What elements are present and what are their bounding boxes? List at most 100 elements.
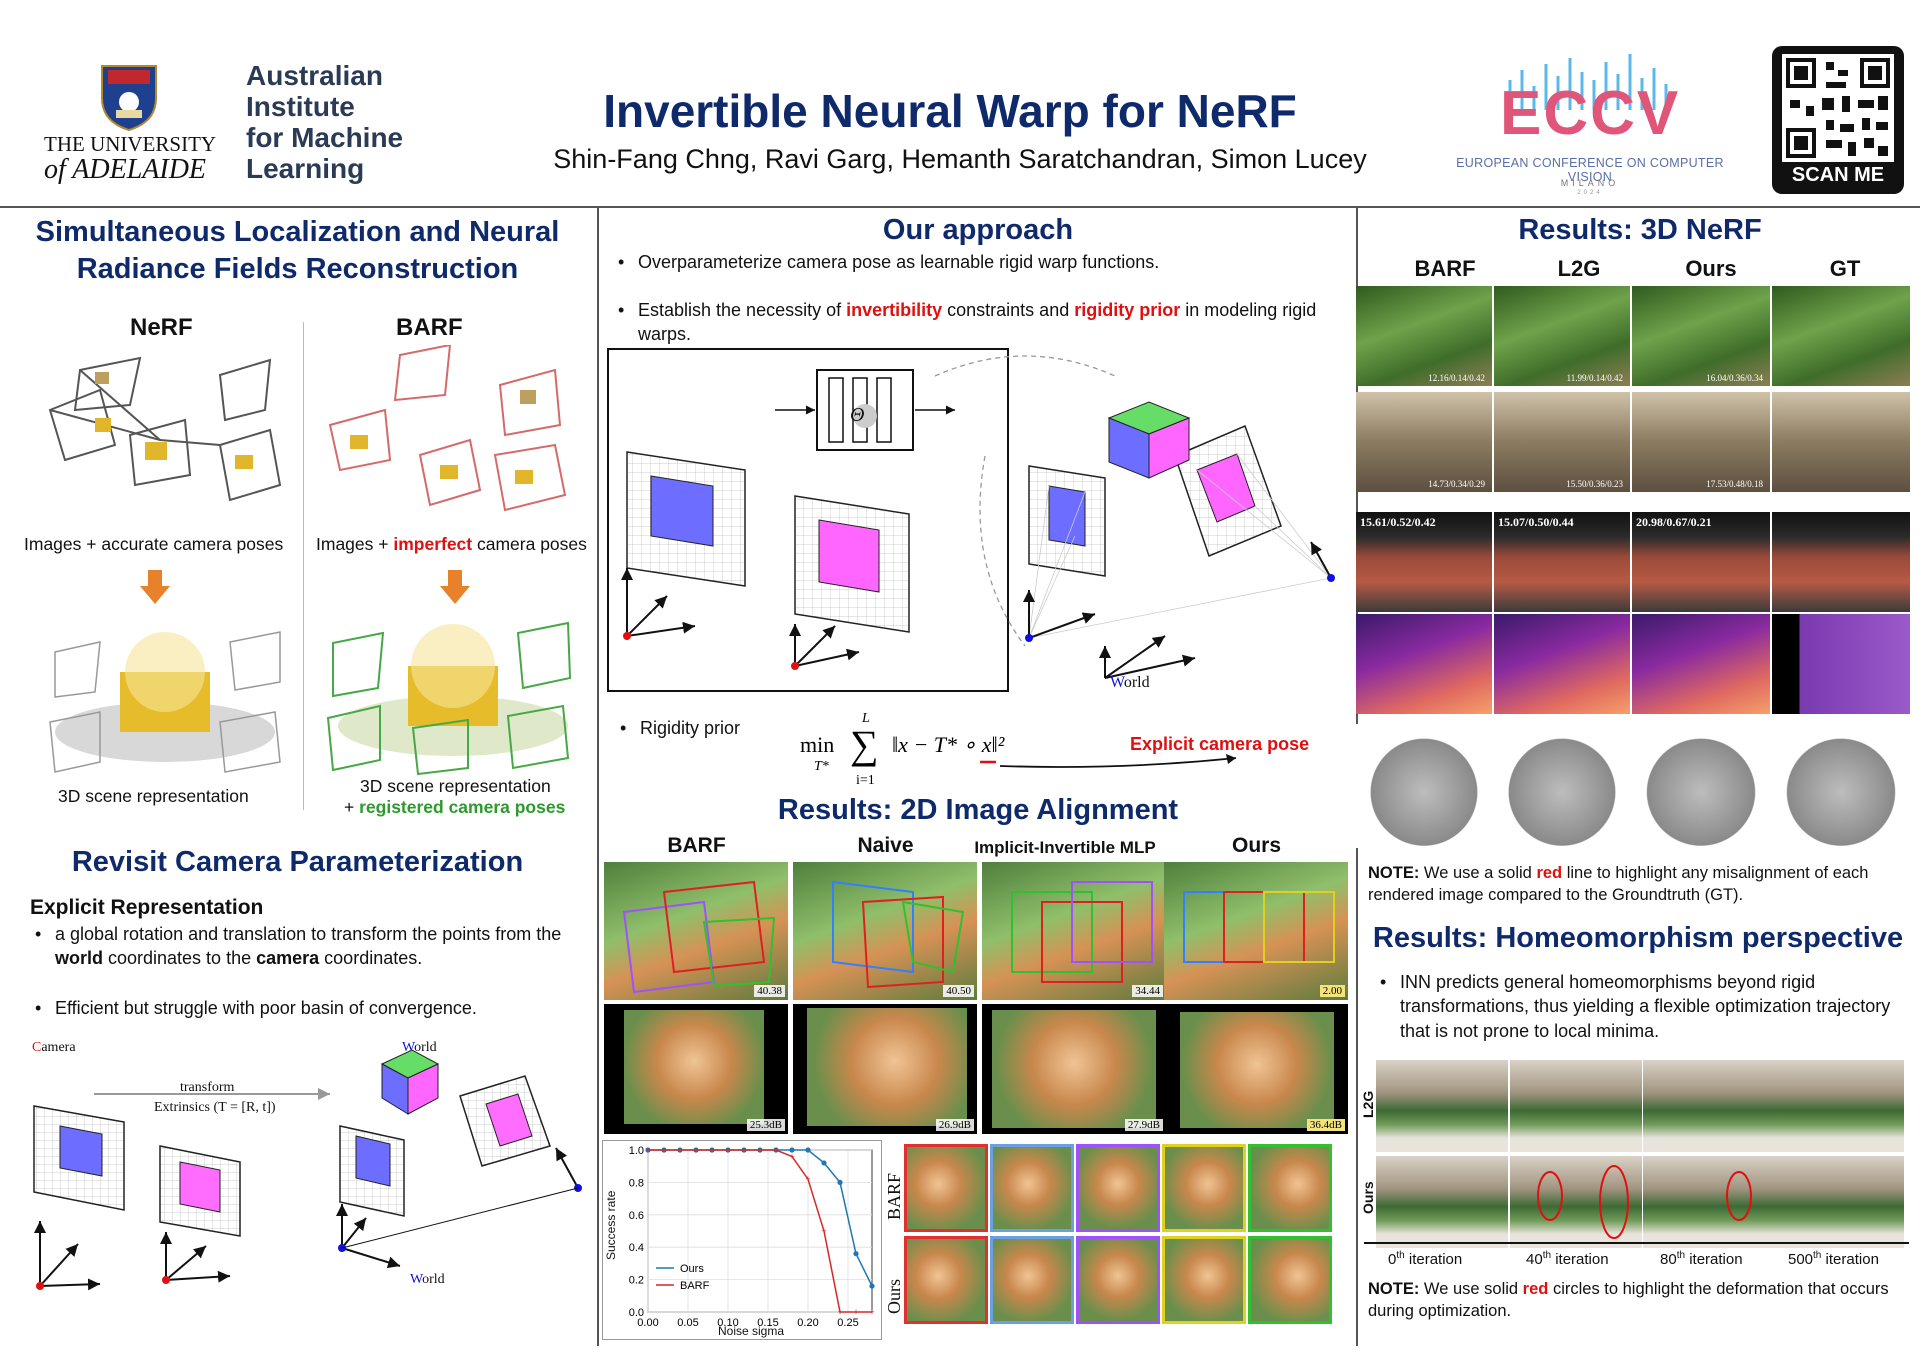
homeomorphism-bullet: INN predicts general homeomorphisms beyo…: [1380, 970, 1900, 1043]
alignment-col-barf: BARF: [667, 834, 726, 857]
nerf-caption: Images + accurate camera poses: [24, 534, 284, 554]
kitten-patch-r1-c2: [990, 1144, 1074, 1232]
barf-3d-scene-illustration: [326, 621, 572, 776]
svg-text:i=1: i=1: [856, 773, 875, 788]
kitten-patch-r2-c1: [904, 1236, 988, 1324]
chart-point-barf: +: [757, 1145, 762, 1155]
chart-xtick-label: 0.20: [797, 1317, 818, 1329]
chart-legend-label-ours: Ours: [680, 1263, 704, 1275]
chart-point-ours: [805, 1147, 811, 1153]
rigidity-equation: min T* ∑ L i=1 ‖x − T* ∘ x‖²: [800, 711, 1005, 788]
success-rate-chart-frame: [602, 1140, 882, 1340]
chart-xtick-label: 0.10: [717, 1317, 738, 1329]
nerf-cell-r1-c1: 12.16/0.14/0.42: [1356, 286, 1492, 386]
extrinsics-label: Extrinsics (T = [R, t]): [154, 1100, 276, 1115]
kitten-patch-r2-c5: [1248, 1236, 1332, 1324]
warp-boxes-icon: [832, 880, 965, 989]
explicit-bullet-2: Efficient but struggle with poor basin o…: [35, 996, 575, 1021]
nerf-cell-r5-c1: [1356, 724, 1492, 848]
nerf-label: NeRF: [130, 314, 193, 341]
camera-label: Camera: [32, 1040, 76, 1055]
homeo-cell-r1-c2: [1510, 1060, 1642, 1152]
qr-pattern-icon: [1782, 54, 1894, 162]
kitten-patch-r2-c3: [1076, 1236, 1160, 1324]
nerf-cell-r4-c2: [1494, 614, 1630, 714]
university-name-line1: THE UNIVERSITY: [44, 132, 217, 156]
approach-bullet-1: Overparameterize camera pose as learnabl…: [618, 250, 1338, 275]
nerf-cell-r3-c1: 15.61/0.52/0.42: [1356, 512, 1492, 612]
svg-text:T*: T*: [814, 759, 829, 774]
chart-point-barf: +: [725, 1145, 730, 1155]
nerf-accurate-cameras-illustration: [48, 356, 282, 502]
eccv-skyline-icon: [1508, 54, 1668, 110]
chart-ylabel: Success rate: [604, 1190, 618, 1260]
chart-point-barf: +: [661, 1145, 666, 1155]
iteration-label-3: 500th iteration: [1788, 1250, 1879, 1268]
nerf-cell-r2-c3: 17.53/0.48/0.18: [1632, 392, 1770, 492]
kitten-patch-r1-c1: [904, 1144, 988, 1232]
arrow-down-icon: [140, 570, 170, 604]
nerf-cell-r2-c2: 15.50/0.36/0.23: [1494, 392, 1630, 492]
nerf-col-ours: Ours: [1685, 256, 1737, 281]
homeo-cell-r2-c1: [1376, 1156, 1508, 1248]
chart-series-line-barf: [648, 1149, 872, 1313]
kitten-patch-r2-c4: [1162, 1236, 1246, 1324]
chart-ytick-label: 0.6: [629, 1210, 644, 1222]
warp-boxes-icon: [1183, 891, 1335, 963]
nerf-cell-r2-c1: 14.73/0.34/0.29: [1356, 392, 1492, 492]
alignment-col-ours: Ours: [1231, 834, 1281, 857]
strip-label-barf: BARF: [884, 1172, 904, 1220]
nerf-cell-r4-c4: [1772, 614, 1910, 714]
explicit-transform-diagram: [33, 1049, 582, 1291]
nerf-result-caption: 3D scene representation: [58, 786, 249, 806]
chart-point-ours: [853, 1251, 859, 1257]
alignment-barf-warped: 40.38: [604, 862, 788, 1000]
chart-legend-label-barf: BARF: [680, 1280, 710, 1292]
nerf-cell-r1-c4: [1772, 286, 1910, 386]
psnr-ssim-lpips-score: 20.98/0.67/0.21: [1636, 515, 1712, 529]
homeo-cell-r1-c3: [1643, 1060, 1775, 1152]
chart-point-ours: [837, 1179, 843, 1185]
section-title-slam: Simultaneous Localization and Neural Rad…: [35, 216, 560, 285]
explicit-camera-pose-label: Explicit camera pose: [1130, 734, 1310, 754]
transform-label: transform: [180, 1080, 235, 1095]
deformation-circle-icon: [1726, 1171, 1752, 1221]
chart-point-barf: +: [773, 1145, 778, 1155]
homeo-cell-r1-c4: [1772, 1060, 1904, 1152]
aiml-logo-text: Australian Institute for Machine Learnin…: [246, 60, 404, 184]
nerf-cell-r1-c3: 16.04/0.36/0.34: [1632, 286, 1770, 386]
nerf-col-gt: GT: [1829, 256, 1861, 281]
svg-text:∑: ∑: [850, 722, 879, 767]
iteration-label-2: 80th iteration: [1660, 1250, 1743, 1268]
theta-symbol: Θ: [850, 404, 865, 426]
chart-point-barf: +: [789, 1151, 794, 1161]
world-label-approach: World: [1110, 674, 1150, 691]
svg-text:min: min: [800, 732, 834, 757]
invertible-warp-diagram: [607, 348, 1335, 692]
iteration-label-0: 0th iteration: [1388, 1250, 1463, 1268]
arrow-right-icon: [1000, 754, 1237, 768]
nerf-cell-r2-c4: [1772, 392, 1910, 492]
psnr-ssim-lpips-score: 15.50/0.36/0.23: [1566, 479, 1623, 489]
chart-ytick-label: 0.0: [629, 1307, 644, 1319]
homeo-note: NOTE: We use solid red circles to highli…: [1368, 1280, 1889, 1321]
nerf-cell-r5-c3: [1632, 724, 1770, 848]
qr-code[interactable]: SCAN ME: [1772, 46, 1904, 194]
nerf-note: NOTE: We use a solid red line to highlig…: [1368, 864, 1869, 905]
nerf-cell-r3-c2: 15.07/0.50/0.44: [1494, 512, 1630, 612]
iteration-label-1: 40th iteration: [1526, 1250, 1609, 1268]
kitten-patch-r1-c3: [1076, 1144, 1160, 1232]
author-list: Shin-Fang Chng, Ravi Garg, Hemanth Sarat…: [553, 144, 1367, 174]
alignment-barf-reconstruction: 25.3dB: [604, 1004, 788, 1134]
alignment-implicit-warped: 34.44: [982, 862, 1166, 1000]
nerf-col-l2g: L2G: [1557, 256, 1601, 281]
nerf-col-barf: BARF: [1414, 256, 1476, 281]
homeo-row-label-l2g: L2G: [1360, 1090, 1376, 1118]
barf-result-caption-line2: + registered camera poses: [344, 797, 566, 817]
psnr-ssim-lpips-score: 11.99/0.14/0.42: [1566, 373, 1623, 383]
section-title-camera-param: Revisit Camera Parameterization: [71, 846, 524, 878]
chart-xtick-label: 0.15: [757, 1317, 778, 1329]
section-title-3d-nerf: Results: 3D NeRF: [1518, 214, 1762, 246]
chart-point-barf: +: [645, 1145, 650, 1155]
eccv-city: MILANO: [1560, 178, 1620, 188]
